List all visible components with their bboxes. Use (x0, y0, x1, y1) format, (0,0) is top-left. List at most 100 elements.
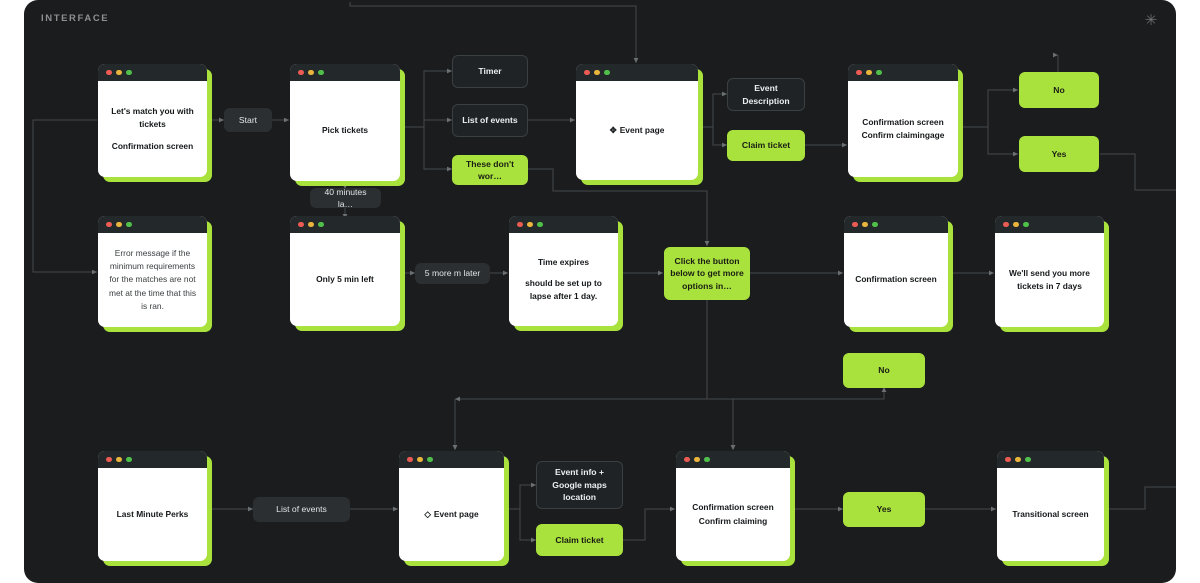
chip-list-of-events[interactable]: List of events (452, 104, 528, 137)
minimize-dot-icon (308, 69, 314, 76)
card-body: Only 5 min left (290, 233, 400, 326)
minimize-dot-icon (866, 69, 872, 76)
card-window[interactable]: Transitional screen (997, 451, 1104, 561)
card-titlebar (997, 451, 1104, 468)
card-line: Transitional screen (1012, 508, 1089, 519)
asterisk-icon[interactable]: ✳ (1144, 12, 1158, 29)
card-window[interactable]: Let's match you with tickets Confirmatio… (98, 64, 207, 177)
chip-no-mid[interactable]: No (843, 353, 925, 388)
card-line: Confirm claiming (698, 515, 768, 526)
card-window[interactable]: Confirmation screen Confirm claimingage (848, 64, 958, 177)
minimize-dot-icon (116, 456, 122, 463)
maximize-dot-icon (1025, 456, 1031, 463)
card-lets-match[interactable]: Let's match you with tickets Confirmatio… (98, 64, 212, 182)
card-line-text: Event page (433, 508, 479, 519)
minimize-dot-icon (1013, 221, 1019, 228)
card-line: ✥Event page (610, 124, 665, 137)
card-window[interactable]: Only 5 min left (290, 216, 400, 326)
chip-event-description[interactable]: Event Description (727, 78, 805, 111)
close-dot-icon (298, 221, 304, 228)
card-pick-tickets[interactable]: Pick tickets (290, 64, 405, 186)
card-body: ◇Event page (399, 468, 504, 561)
minimize-dot-icon (594, 69, 600, 76)
card-confirm-claimingage[interactable]: Confirmation screen Confirm claimingage (848, 64, 963, 182)
card-line: Let's match you with tickets (111, 106, 194, 130)
card-window[interactable]: Time expires should be set up to lapse a… (509, 216, 618, 326)
card-line: Error message if the minimum requirement… (108, 248, 197, 311)
close-dot-icon (517, 221, 523, 228)
card-line: should be set up to lapse after 1 day. (525, 277, 602, 301)
close-dot-icon (407, 456, 413, 463)
card-window[interactable]: We'll send you more tickets in 7 days (995, 216, 1104, 327)
diamond-icon: ◇ (424, 508, 431, 519)
card-line: Only 5 min left (316, 273, 374, 284)
chip-5-more-m-later[interactable]: 5 more m later (415, 263, 490, 284)
minimize-dot-icon (116, 69, 122, 76)
close-dot-icon (584, 69, 590, 76)
card-event-page-top[interactable]: ✥Event page (576, 64, 703, 185)
card-window[interactable]: ✥Event page (576, 64, 698, 180)
card-only-5-min-left[interactable]: Only 5 min left (290, 216, 405, 331)
chip-claim-ticket-top[interactable]: Claim ticket (727, 130, 805, 161)
card-confirm-claiming[interactable]: Confirmation screen Confirm claiming (676, 451, 795, 566)
card-window[interactable]: Confirmation screen Confirm claiming (676, 451, 790, 561)
close-dot-icon (1005, 456, 1011, 463)
chip-no-top[interactable]: No (1019, 72, 1099, 108)
maximize-dot-icon (1023, 221, 1029, 228)
card-line: ◇Event page (424, 508, 478, 521)
card-window[interactable]: Confirmation screen (844, 216, 948, 327)
page-title: INTERFACE (41, 13, 110, 24)
chip-yes-bottom[interactable]: Yes (843, 492, 925, 527)
card-body: We'll send you more tickets in 7 days (995, 233, 1104, 327)
chip-timer[interactable]: Timer (452, 55, 528, 88)
card-line: Confirmation screen (111, 140, 194, 151)
chip-40-minutes-later[interactable]: 40 minutes la… (310, 187, 381, 209)
flow-canvas[interactable]: INTERFACE ✳ (24, 0, 1176, 583)
card-window[interactable]: Pick tickets (290, 64, 400, 181)
card-transitional-screen[interactable]: Transitional screen (997, 451, 1109, 566)
maximize-dot-icon (704, 456, 710, 463)
card-body: Let's match you with tickets Confirmatio… (98, 81, 207, 177)
card-body: Error message if the minimum requirement… (98, 233, 207, 327)
card-titlebar (844, 216, 948, 233)
card-titlebar (676, 451, 790, 468)
minimize-dot-icon (308, 221, 314, 228)
card-line: Confirmation screen (855, 274, 937, 285)
chip-yes-top[interactable]: Yes (1019, 136, 1099, 172)
maximize-dot-icon (126, 456, 132, 463)
chip-start[interactable]: Start (224, 108, 272, 132)
card-well-send-you-more[interactable]: We'll send you more tickets in 7 days (995, 216, 1109, 332)
close-dot-icon (106, 69, 112, 76)
chip-these-dont-work[interactable]: These don't wor… (452, 155, 528, 185)
chip-list-of-events-bottom[interactable]: List of events (253, 497, 350, 522)
minimize-dot-icon (417, 456, 423, 463)
minimize-dot-icon (694, 456, 700, 463)
minimize-dot-icon (116, 221, 122, 228)
card-body: Pick tickets (290, 81, 400, 181)
maximize-dot-icon (318, 221, 324, 228)
minimize-dot-icon (1015, 456, 1021, 463)
card-titlebar (98, 216, 207, 233)
chip-claim-ticket-bottom[interactable]: Claim ticket (536, 524, 623, 556)
card-confirmation-screen-mid[interactable]: Confirmation screen (844, 216, 953, 332)
maximize-dot-icon (318, 69, 324, 76)
card-line: Confirmation screen (692, 502, 774, 513)
minimize-dot-icon (862, 221, 868, 228)
card-event-page-bottom[interactable]: ◇Event page (399, 451, 509, 566)
maximize-dot-icon (126, 221, 132, 228)
close-dot-icon (1003, 221, 1009, 228)
card-window[interactable]: Error message if the minimum requirement… (98, 216, 207, 327)
card-error-message[interactable]: Error message if the minimum requirement… (98, 216, 212, 332)
card-titlebar (995, 216, 1104, 233)
card-window[interactable]: ◇Event page (399, 451, 504, 561)
maximize-dot-icon (604, 69, 610, 76)
card-last-minute-perks[interactable]: Last Minute Perks (98, 451, 212, 566)
card-line: Confirmation screen (862, 116, 944, 127)
card-window[interactable]: Last Minute Perks (98, 451, 207, 561)
chip-event-info-google-maps[interactable]: Event info + Google maps location (536, 461, 623, 509)
card-titlebar (290, 64, 400, 81)
close-dot-icon (852, 221, 858, 228)
card-body: Time expires should be set up to lapse a… (509, 233, 618, 326)
card-time-expires[interactable]: Time expires should be set up to lapse a… (509, 216, 623, 331)
chip-click-the-button[interactable]: Click the button below to get more optio… (664, 247, 750, 300)
